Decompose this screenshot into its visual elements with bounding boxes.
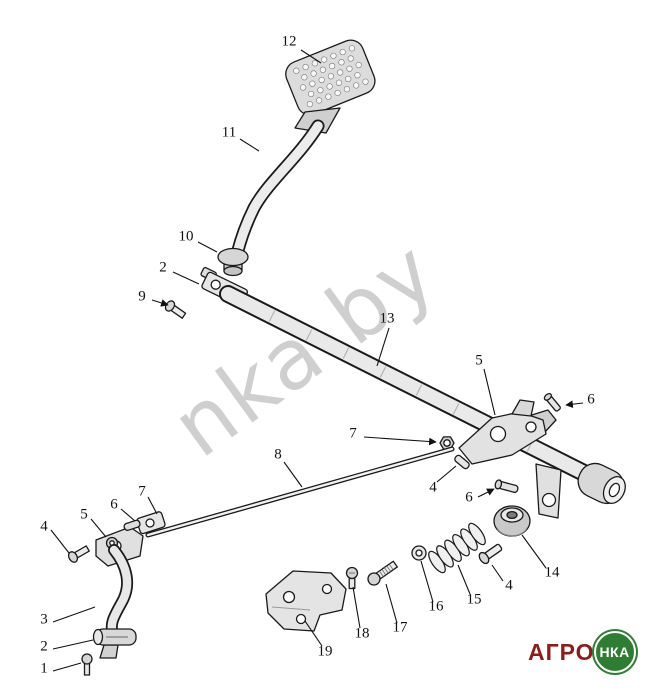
bolt-right	[543, 392, 561, 412]
cap	[493, 505, 531, 537]
lower-lever	[105, 544, 134, 640]
small-stud	[345, 566, 359, 590]
callout-1: 1	[40, 660, 48, 677]
callout-15: 15	[466, 591, 482, 608]
callout-10: 10	[178, 228, 194, 245]
bolt-bottom	[81, 653, 93, 676]
pin-left	[123, 519, 141, 531]
callout-7-center: 7	[349, 425, 357, 442]
callout-12: 12	[281, 33, 297, 50]
hanger-plate	[535, 463, 562, 519]
brand-logo: АГРО НКА	[528, 629, 638, 675]
clamp	[92, 628, 137, 659]
callout-6-left: 6	[110, 496, 118, 513]
callout-18: 18	[354, 625, 370, 642]
callout-14: 14	[544, 564, 560, 581]
callout-3: 3	[40, 611, 48, 628]
collar-bushing	[217, 247, 249, 277]
callout-5-left: 5	[80, 506, 88, 523]
callout-4-bottom: 4	[505, 577, 513, 594]
logo-text-nka: НКА	[599, 644, 630, 660]
bolt-upper	[164, 300, 187, 319]
bolt-lower-right	[478, 543, 503, 565]
callout-9: 9	[138, 288, 146, 305]
callout-6-center: 6	[465, 489, 473, 506]
callout-16: 16	[428, 598, 444, 615]
callout-8: 8	[274, 446, 282, 463]
callout-6-right: 6	[587, 391, 595, 408]
callout-4-left: 4	[40, 518, 48, 535]
callout-4-center: 4	[429, 479, 437, 496]
callout-19: 19	[317, 643, 333, 660]
spring	[428, 522, 486, 574]
shaft-end-boss	[577, 462, 626, 505]
threaded-bolt	[367, 560, 398, 586]
bolt-left	[67, 545, 90, 563]
logo-text-agro: АГРО	[528, 638, 595, 665]
leader-lines	[50, 49, 584, 672]
fork-bracket	[458, 399, 557, 465]
callout-2-bottom: 2	[40, 638, 48, 655]
callout-11: 11	[221, 124, 237, 141]
callout-2-top: 2	[159, 259, 167, 276]
drag-rod	[145, 446, 455, 538]
logo-green-circle: НКА	[591, 629, 638, 675]
pedal-lever	[230, 119, 325, 261]
pin-center	[454, 454, 470, 470]
pedal-pad	[285, 39, 376, 116]
washer	[411, 545, 427, 561]
bolt-center	[494, 479, 519, 493]
logo-ring: НКА	[593, 631, 636, 673]
mounting-bracket	[265, 570, 347, 632]
watermark-text: nka.by	[155, 221, 455, 476]
callout-13: 13	[379, 310, 395, 327]
callout-17: 17	[392, 619, 408, 636]
callout-5-right: 5	[475, 352, 483, 369]
callout-7-left: 7	[138, 483, 146, 500]
